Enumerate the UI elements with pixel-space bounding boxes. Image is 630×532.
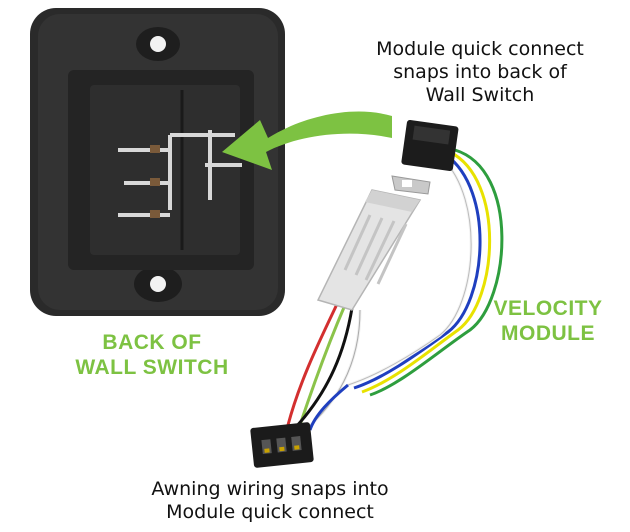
wall-switch-plate [30, 8, 285, 316]
caption-line: Awning wiring snaps into [151, 478, 389, 500]
caption-line: Module quick connect [166, 501, 374, 523]
label-line: VELOCITY [493, 297, 603, 320]
caption-line: Wall Switch [425, 84, 535, 106]
back-of-wall-switch-label: BACK OF WALL SWITCH [62, 330, 242, 380]
label-line: MODULE [501, 322, 595, 345]
velocity-module-body [316, 175, 431, 311]
green-arrow [222, 111, 392, 170]
label-line: WALL SWITCH [75, 356, 229, 379]
module-connect-caption: Module quick connect snaps into back of … [330, 38, 630, 107]
module-quick-connector [401, 119, 459, 172]
module-wires-top [286, 148, 504, 432]
mounting-hole-top [150, 36, 166, 52]
switch-terminals [118, 130, 242, 217]
velocity-module-label: VELOCITY MODULE [478, 296, 618, 346]
awning-quick-connector [250, 422, 314, 468]
caption-line: Module quick connect [376, 38, 584, 60]
mounting-hole-bottom [150, 276, 166, 292]
caption-line: snaps into back of [393, 61, 567, 83]
label-line: BACK OF [102, 331, 202, 354]
awning-wiring-caption: Awning wiring snaps into Module quick co… [110, 478, 430, 524]
